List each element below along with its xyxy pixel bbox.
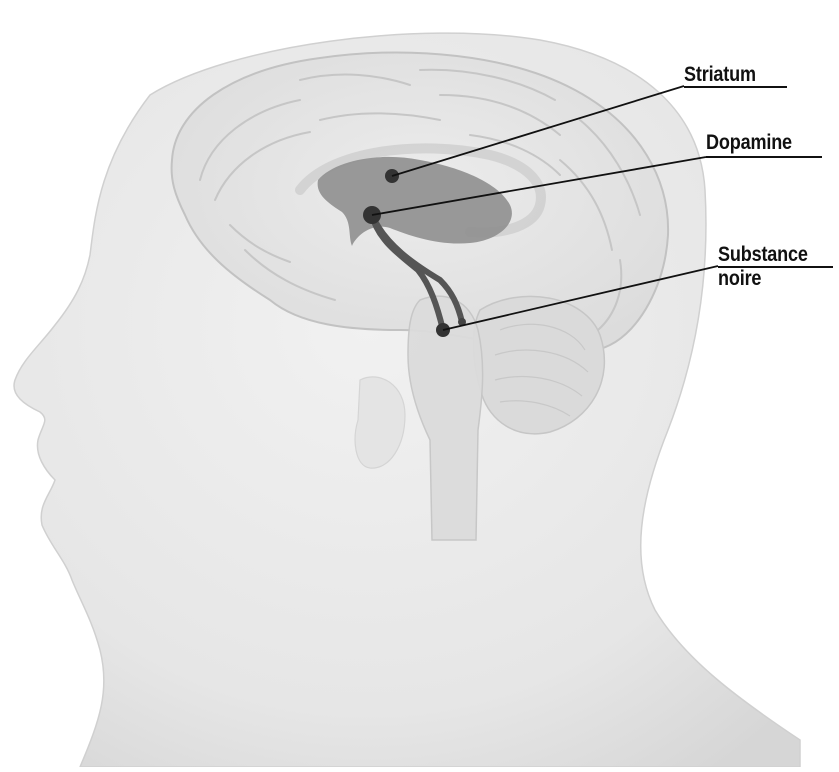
dopamine-underline <box>706 156 822 158</box>
substance-noire-label-line2: noire <box>718 267 761 291</box>
dopamine-label: Dopamine <box>706 131 792 155</box>
striatum-label: Striatum <box>684 63 756 87</box>
substance-noire-label-line1: Substance <box>718 243 808 267</box>
striatum-underline <box>684 86 787 88</box>
